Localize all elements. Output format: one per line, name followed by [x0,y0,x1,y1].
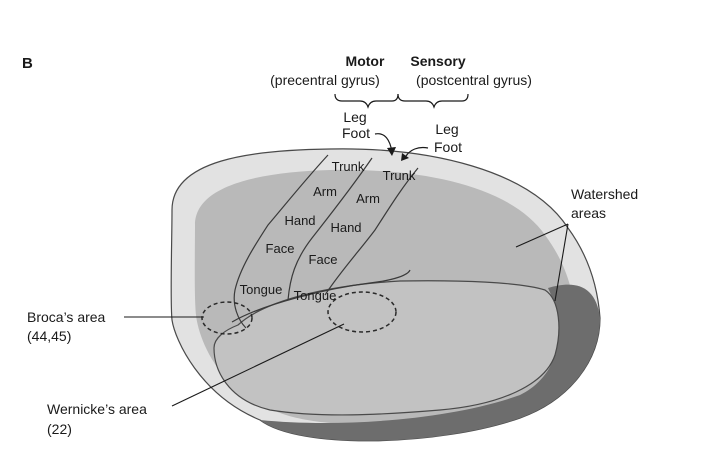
sensory-foot-label: Foot [434,139,462,155]
sensory-leg-label: Leg [435,121,458,137]
motor-title: Motor [346,53,385,69]
motor-arm-label: Arm [313,184,337,199]
sensory-subtitle: (postcentral gyrus) [416,72,532,88]
wernicke-leader [171,323,345,407]
motor-trunk-label: Trunk [332,159,365,174]
wernicke-label-line1: Wernicke’s area [47,401,147,417]
motor-leg-label: Leg [343,109,366,125]
broca-area-outline [201,301,253,335]
central-sulcus [287,157,373,301]
wernicke-label-line2: (22) [47,421,72,437]
sensory-arrow [405,146,429,157]
watershed-label-line1: Watershed [571,186,638,202]
watershed-leader-1 [515,223,569,248]
sensory-hand-label: Hand [330,220,361,235]
motor-face-label: Face [266,241,295,256]
central-sulcus-posterior [324,167,419,296]
sensory-tongue-label: Tongue [294,288,337,303]
motor-subtitle: (precentral gyrus) [270,72,380,88]
brain [170,148,601,442]
motor-foot-label: Foot [342,125,370,141]
motor-hand-label: Hand [284,213,315,228]
central-sulcus-anterior [233,154,329,329]
panel-label: B [22,55,33,72]
sensory-trunk-label: Trunk [383,168,416,183]
broca-label-line2: (44,45) [27,328,71,344]
sensory-face-label: Face [309,252,338,267]
sensory-title: Sensory [410,53,465,69]
sylvian-fissure [231,269,411,323]
sensory-arrowhead [401,153,409,161]
dark-region [260,284,600,441]
broca-label-line1: Broca’s area [27,309,106,325]
motor-brace [334,93,399,109]
motor-arrowhead [387,147,396,156]
sensory-brace [397,93,469,109]
watershed-label-line2: areas [571,205,606,221]
motor-tongue-label: Tongue [240,282,283,297]
wernicke-area-outline [327,291,397,333]
watershed-leader-2 [554,223,569,302]
sensory-arm-label: Arm [356,191,380,206]
